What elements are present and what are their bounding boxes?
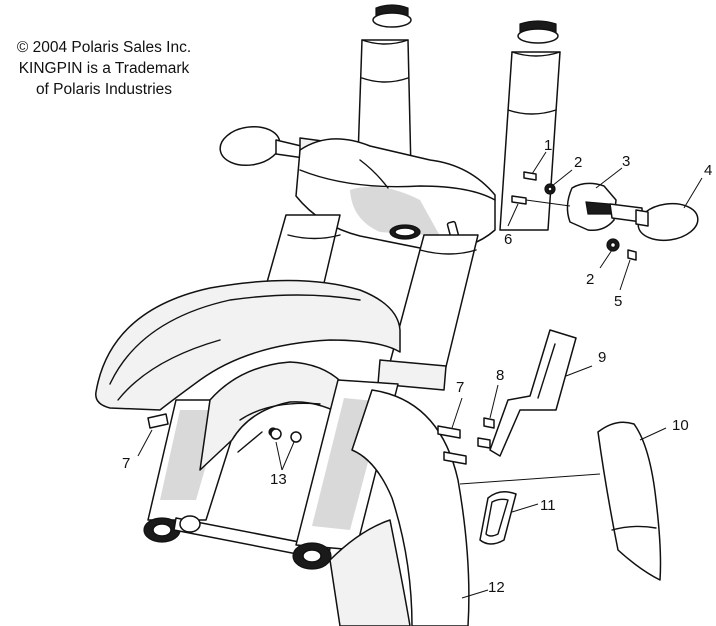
callout-6: 6 <box>504 231 512 248</box>
part-8-screw <box>477 417 495 449</box>
callout-4: 4 <box>704 162 712 179</box>
copyright-line-2: KINGPIN is a Trademark <box>18 60 190 77</box>
front-fender <box>95 279 401 411</box>
callout-3: 3 <box>622 153 630 170</box>
part-3-mirror-clamp <box>566 182 643 232</box>
copyright-line-1: © 2004 Polaris Sales Inc. <box>16 39 192 56</box>
part-1-screw <box>523 171 537 181</box>
part-7-bolt-left <box>147 413 169 429</box>
callout-13: 13 <box>270 471 287 488</box>
callout-5: 5 <box>614 293 622 310</box>
callout-2-lower: 2 <box>586 271 594 288</box>
triple-clamp <box>295 138 496 251</box>
copyright-notice: © 2004 Polaris Sales Inc. KINGPIN is a T… <box>4 37 204 100</box>
fork-lower-right <box>377 234 479 391</box>
part-2-washer-upper <box>544 183 556 195</box>
callout-7-left: 7 <box>122 455 130 472</box>
part-6-screw <box>511 195 527 205</box>
callout-12: 12 <box>488 579 505 596</box>
part-7-bolt-right <box>437 425 467 465</box>
callout-11: 11 <box>540 497 556 514</box>
callout-2-upper: 2 <box>574 154 582 171</box>
callout-labels: 1 2 3 4 6 2 5 7 8 9 10 7 13 11 12 <box>122 137 712 596</box>
copyright-line-3: of Polaris Industries <box>35 81 173 98</box>
right-fork-tube <box>499 20 561 231</box>
part-10-fender-tip <box>597 421 662 581</box>
part-9-bracket <box>489 329 577 457</box>
callout-7-right: 7 <box>456 379 464 396</box>
part-4-mirror <box>635 202 699 242</box>
part-5-screw <box>627 249 637 261</box>
callout-1: 1 <box>544 137 552 154</box>
callout-10: 10 <box>672 417 689 434</box>
leader-lines <box>137 151 703 599</box>
callout-9: 9 <box>598 349 606 366</box>
part-11-reflector <box>479 491 517 545</box>
part-2-nut-lower <box>606 238 620 252</box>
callout-8: 8 <box>496 367 504 384</box>
part-13-fasteners <box>270 428 302 443</box>
